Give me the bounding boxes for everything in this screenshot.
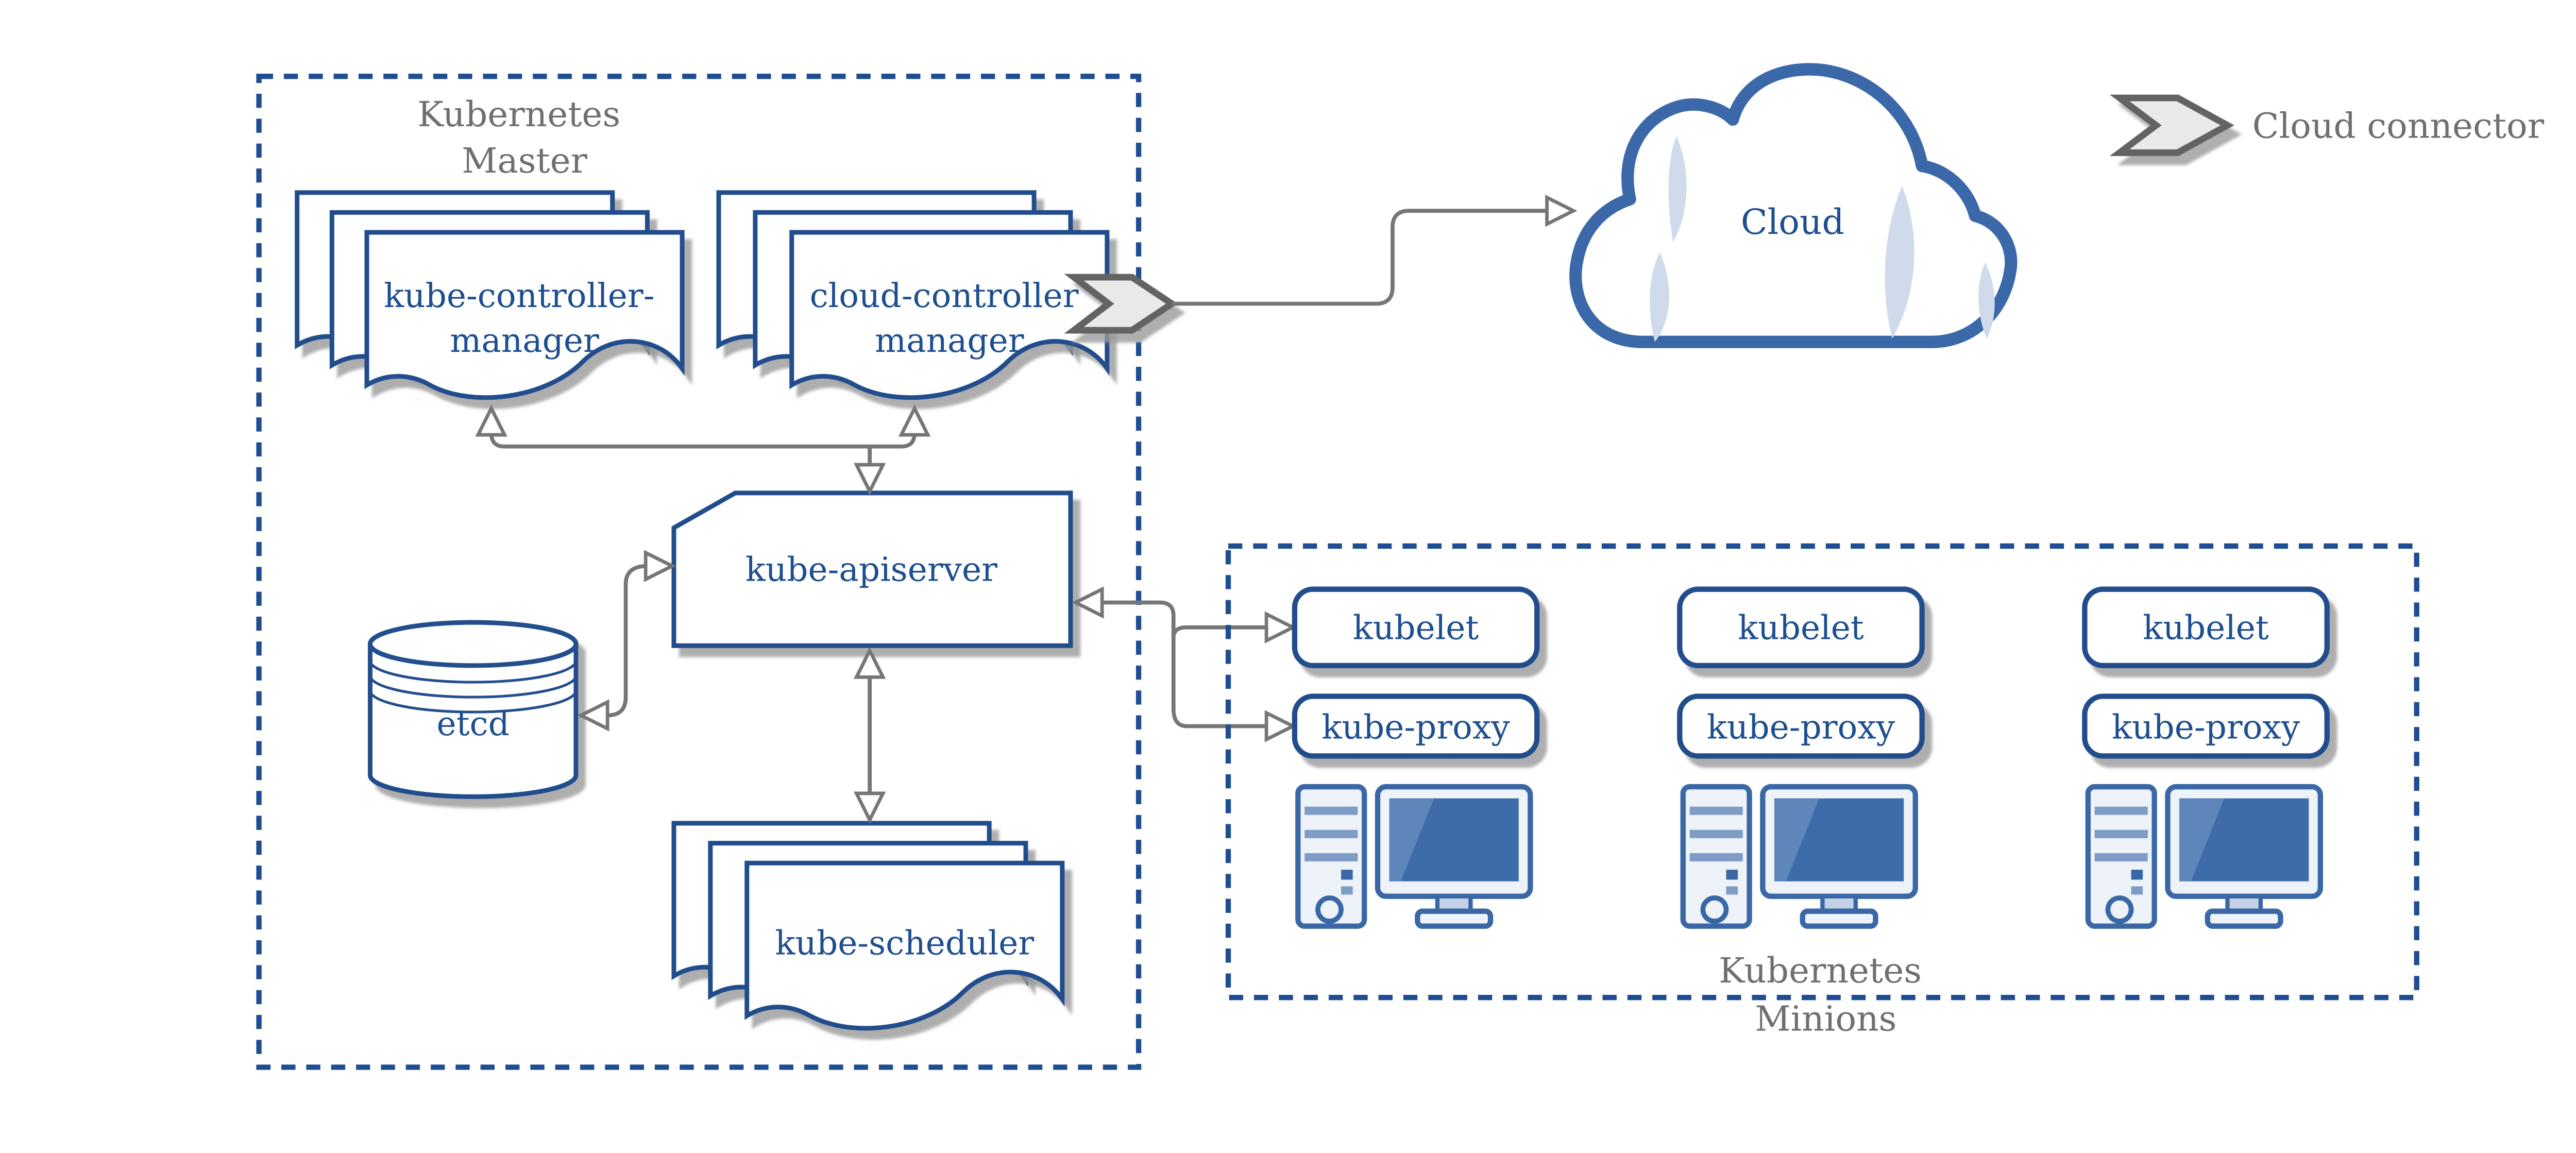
computer-icon — [1298, 787, 1530, 926]
kube-proxy-label: kube-proxy — [1321, 708, 1510, 747]
connector-apiserver-etcd — [577, 550, 676, 732]
kube-controller-manager-label: kube-controller- manager — [384, 277, 665, 360]
kube-proxy-box — [2082, 693, 2330, 759]
kube-proxy-box — [1292, 693, 1540, 759]
cloud-connector-legend-label: Cloud connector — [2252, 105, 2545, 146]
minions-section: kubelet kube-proxy kubelet kube-proxy ku… — [1225, 543, 2419, 1039]
etcd-label: etcd — [437, 705, 510, 743]
kubelet-label: kubelet — [1738, 608, 1864, 647]
minions-title: Kubernetes Minions — [1719, 950, 1933, 1039]
cloud-connector-icon — [1064, 274, 1178, 334]
connectors — [475, 194, 1578, 824]
kube-proxy-label: kube-proxy — [1707, 708, 1895, 747]
computer-icon — [1683, 787, 1916, 926]
cloud-controller-manager-label: cloud-controller manager — [810, 277, 1089, 360]
kube-proxy-label: kube-proxy — [2112, 708, 2300, 747]
kubelet-box — [2082, 586, 2330, 669]
node-column-1: kubelet kube-proxy — [1292, 586, 1540, 926]
legend-cloud-connector: Cloud connector — [2109, 94, 2545, 156]
connector-ccm-cloud — [1172, 194, 1578, 306]
etcd-cylinder: etcd — [367, 620, 579, 799]
connector-controllers-apiserver — [475, 404, 931, 496]
kubelet-box — [1292, 586, 1540, 669]
master-title: Kubernetes Master — [417, 94, 631, 181]
kube-scheduler-stack: kube-scheduler — [674, 823, 1062, 1028]
computer-icon — [2088, 787, 2320, 926]
node-column-3: kubelet kube-proxy — [2082, 586, 2330, 926]
master-border — [256, 74, 1142, 1070]
cloud-shape: Cloud — [1569, 63, 2018, 348]
kubelet-label: kubelet — [1353, 608, 1479, 647]
kube-proxy-box — [1677, 693, 1925, 759]
cloud-controller-manager-stack: cloud-controller manager — [719, 193, 1107, 398]
cloud-label: Cloud — [1741, 201, 1844, 242]
kubernetes-architecture-diagram: Kubernetes Master kube-controller- manag… — [256, 63, 2545, 1070]
kube-controller-manager-stack: kube-controller- manager — [297, 193, 682, 398]
node-column-2: kubelet kube-proxy — [1677, 586, 1925, 926]
kube-scheduler-label: kube-scheduler — [775, 924, 1034, 962]
kube-apiserver-shape: kube-apiserver — [671, 490, 1073, 648]
connector-apiserver-scheduler — [853, 647, 886, 824]
kube-apiserver-label: kube-apiserver — [745, 551, 997, 589]
connector-apiserver-nodes — [1072, 586, 1297, 742]
kubelet-label: kubelet — [2143, 608, 2269, 647]
kubelet-box — [1677, 586, 1925, 669]
master-section: Kubernetes Master kube-controller- manag… — [256, 74, 1178, 1070]
cloud-connector-legend-icon — [2109, 94, 2234, 156]
diagram-canvas: Kubernetes Master kube-controller- manag… — [256, 63, 2545, 1070]
